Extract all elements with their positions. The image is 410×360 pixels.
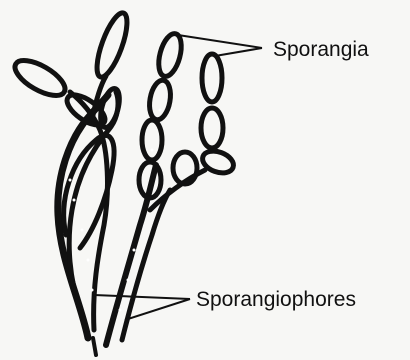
right-chain-5 (202, 54, 222, 102)
left-sporangiophore-cluster (58, 76, 118, 355)
sporangiophores-label: Sporangiophores (196, 288, 356, 312)
sporangiophores-leader-1 (94, 295, 190, 299)
left-stalk-vertical (93, 338, 96, 355)
right-chain-3 (142, 120, 162, 160)
right-chain-1 (155, 31, 186, 79)
sporangium-left-2 (91, 10, 133, 81)
left-sporangia (10, 10, 133, 131)
sporangium-left-1 (10, 54, 70, 103)
right-chain-6 (201, 108, 223, 148)
sporangiophores-leader-2 (125, 299, 190, 320)
sporangia-leader-1 (178, 35, 262, 48)
sporangia-label: Sporangia (273, 38, 369, 62)
sporangia-leader-2 (215, 48, 262, 56)
right-chain-2 (147, 79, 174, 122)
